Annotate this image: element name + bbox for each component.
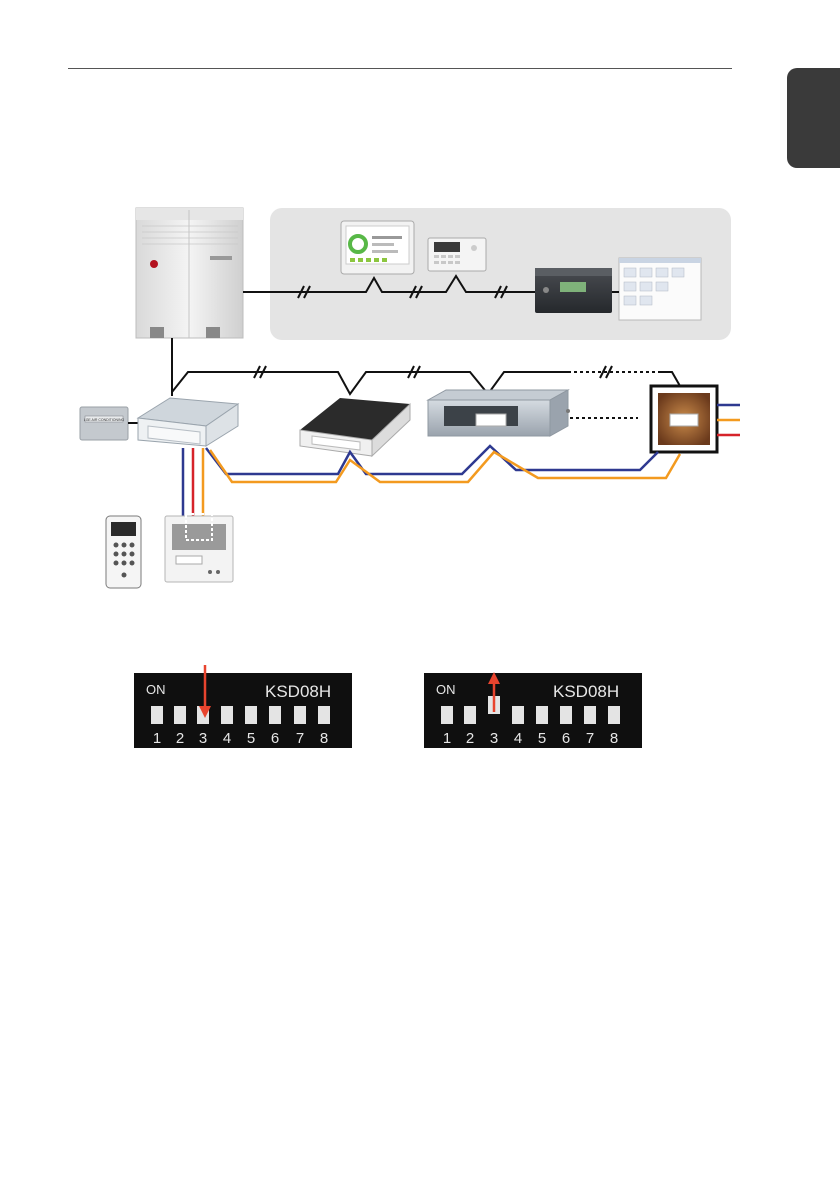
- dry-contact-module: LGE AIR CONDITIONING: [80, 407, 140, 440]
- dip-switch-photo-2: ON KSD08H 1 2 3 4 5 6 7 8: [424, 672, 642, 748]
- dip-number-4: 4: [223, 730, 231, 747]
- dip-number-5: 5: [538, 730, 546, 747]
- acp-box: [535, 268, 612, 313]
- dip-number-6: 6: [562, 730, 570, 747]
- dip-number-3: 3: [490, 730, 498, 747]
- dip-number-7: 7: [296, 730, 304, 747]
- dip-number-1: 1: [443, 730, 451, 747]
- thermostat-unit: [651, 386, 740, 452]
- outdoor-unit: [136, 208, 243, 338]
- dip-number-8: 8: [320, 730, 328, 747]
- dip-number-3: 3: [199, 730, 207, 747]
- one-way-cassette: [300, 398, 410, 456]
- dip-number-2: 2: [466, 730, 474, 747]
- wireless-remote: [106, 516, 141, 588]
- dip-number-8: 8: [610, 730, 618, 747]
- dip-number-6: 6: [271, 730, 279, 747]
- blue-wire: [206, 446, 658, 474]
- dip-switch-photo-1: ON KSD08H 1 2 3 4 5 6 7 8: [134, 665, 352, 748]
- orange-wire: [210, 450, 680, 482]
- dip-number-4: 4: [514, 730, 522, 747]
- four-way-cassette: [138, 398, 238, 446]
- dip-on-label: ON: [146, 682, 166, 697]
- dip-number-2: 2: [176, 730, 184, 747]
- wired-remote-controller: [165, 514, 233, 582]
- dip-number-1: 1: [153, 730, 161, 747]
- dip-number-5: 5: [247, 730, 255, 747]
- touch-controller: [341, 221, 414, 274]
- ducted-unit: [428, 390, 570, 436]
- acp-controller: [428, 238, 486, 271]
- dip-model-label: KSD08H: [265, 682, 331, 701]
- module-label: LGE AIR CONDITIONING: [84, 418, 125, 422]
- dip-number-7: 7: [586, 730, 594, 747]
- pc-software-screen: [612, 258, 701, 320]
- dip-model-label: KSD08H: [553, 682, 619, 701]
- dip-on-label: ON: [436, 682, 456, 697]
